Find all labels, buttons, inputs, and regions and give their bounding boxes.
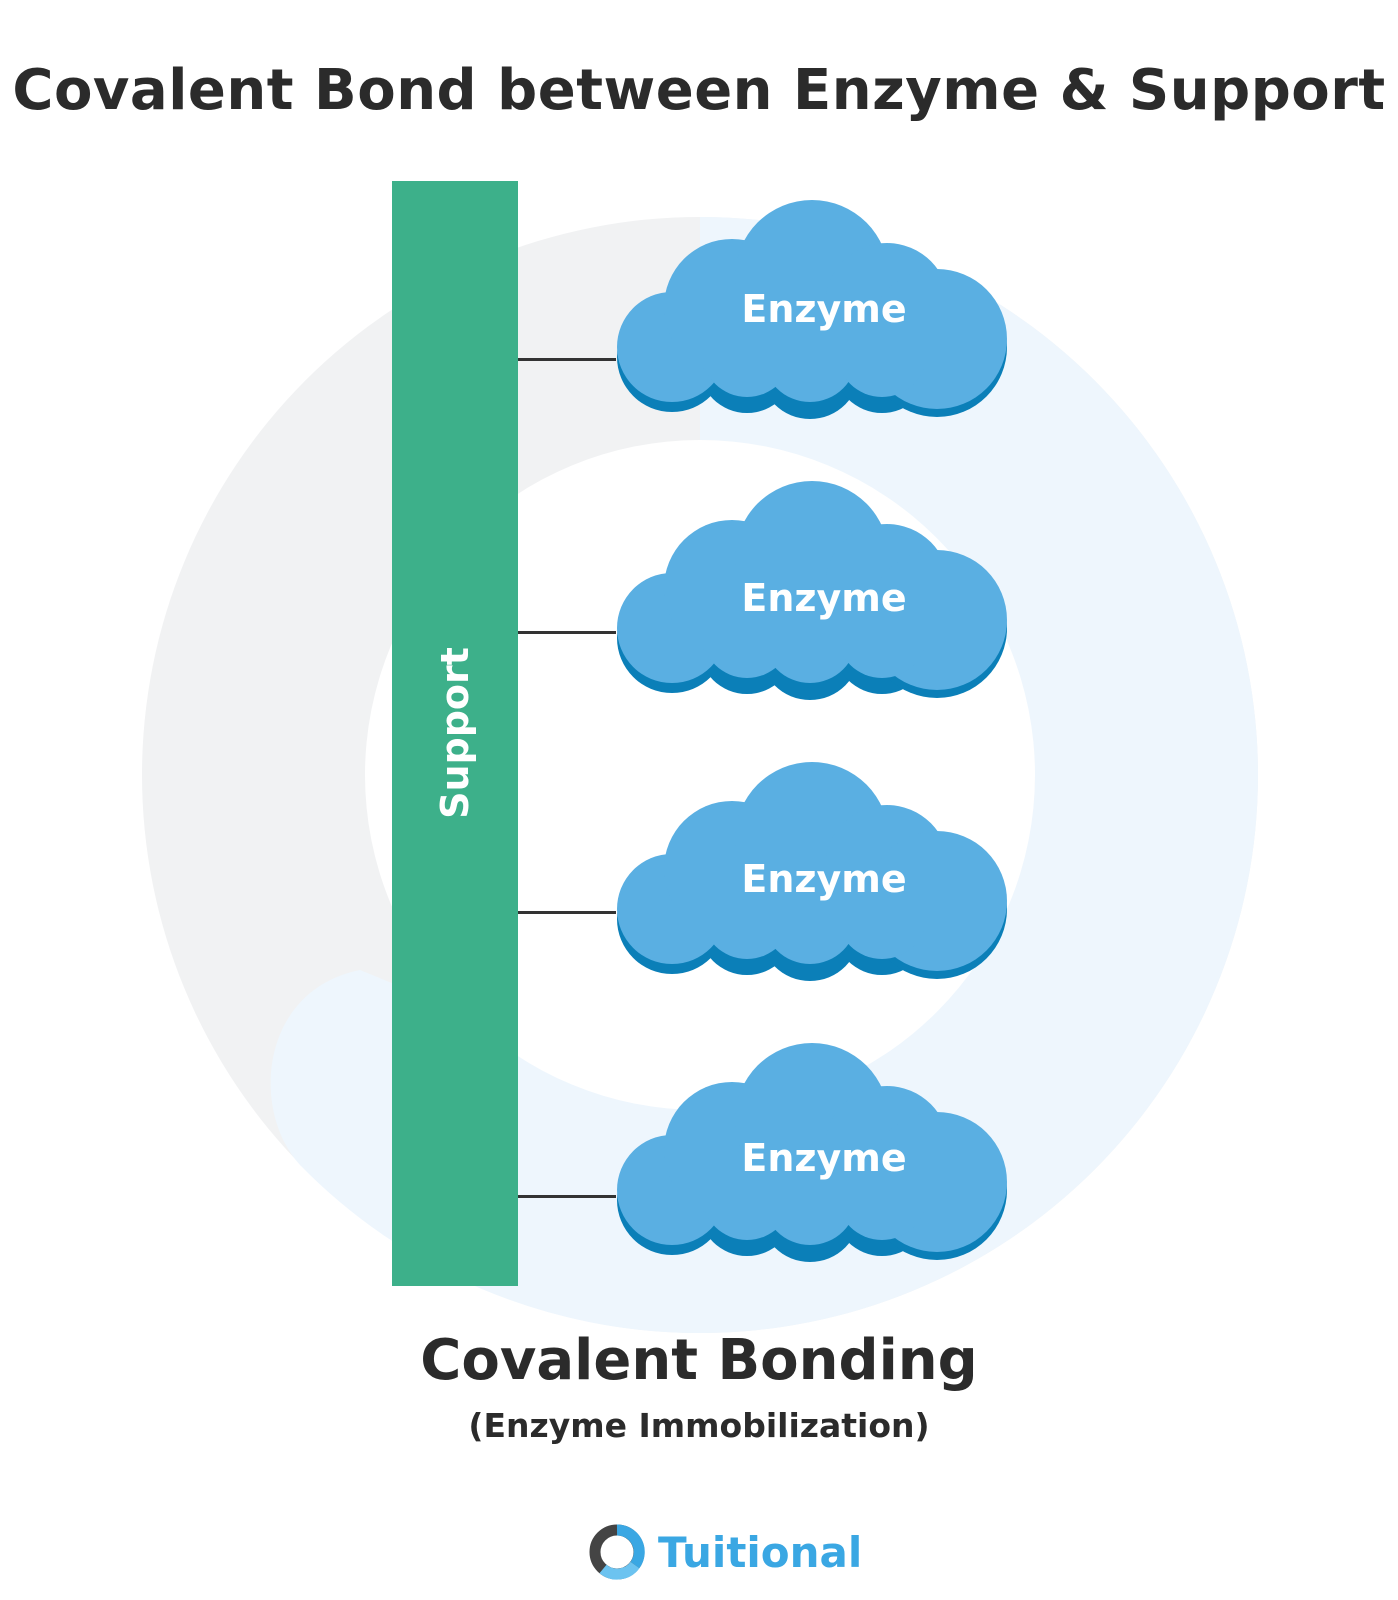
enzyme-cloud: Enzyme [612, 197, 1016, 427]
enzyme-cloud: Enzyme [612, 759, 1016, 989]
cloud-icon [617, 762, 1007, 981]
enzyme-label: Enzyme [741, 1136, 907, 1180]
page-title: Covalent Bond between Enzyme & Support [12, 58, 1386, 123]
bond-line [518, 631, 616, 634]
support-bar [392, 181, 518, 1286]
enzyme-label: Enzyme [741, 576, 907, 620]
cloud-icon [617, 481, 1007, 700]
bond-line [518, 358, 616, 361]
bond-line [518, 1195, 616, 1198]
logo-ring-icon [589, 1524, 645, 1580]
support-label: Support [433, 647, 477, 819]
bond-line [518, 911, 616, 914]
caption-subtitle: (Enzyme Immobilization) [468, 1406, 930, 1445]
cloud-icon [617, 200, 1007, 419]
enzyme-label: Enzyme [741, 857, 907, 901]
brand-logo: Tuitional [588, 1522, 862, 1582]
cloud-icon [617, 1043, 1007, 1262]
brand-name: Tuitional [658, 1527, 863, 1577]
enzyme-cloud: Enzyme [612, 1040, 1016, 1270]
enzyme-label: Enzyme [741, 287, 907, 331]
caption-title: Covalent Bonding [420, 1328, 978, 1393]
enzyme-cloud: Enzyme [612, 478, 1016, 708]
